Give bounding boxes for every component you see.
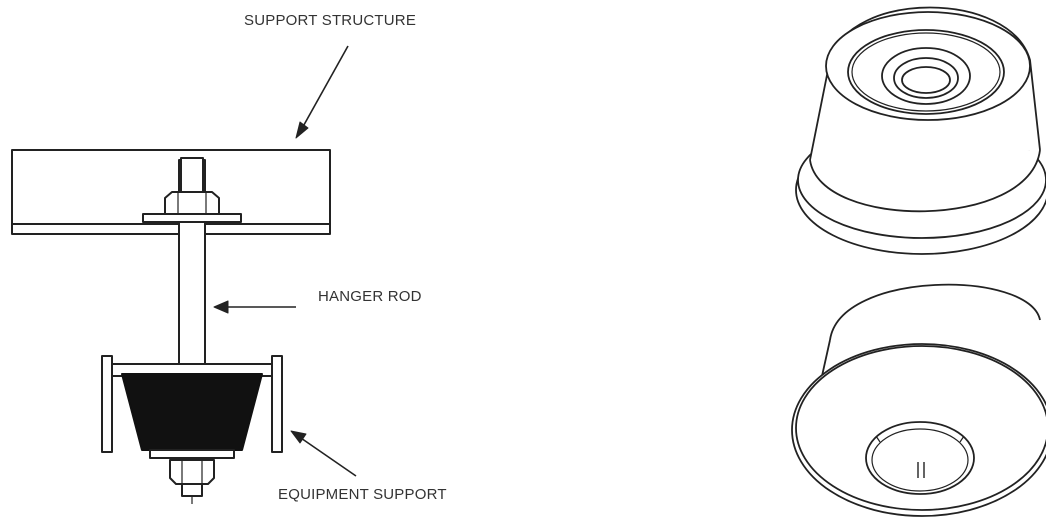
hanger-rod-arrow (213, 300, 296, 314)
isolator-bottom-view (791, 283, 1046, 517)
rubber-isolator (121, 373, 263, 459)
equipment-support-label: EQUIPMENT SUPPORT (278, 486, 447, 503)
isolator-top-view (795, 6, 1046, 255)
top-nut (142, 157, 242, 223)
bottom-nut (169, 459, 215, 504)
hanger-rod-label: HANGER ROD (318, 288, 422, 305)
support-structure-arrow (295, 45, 349, 139)
equipment-support-arrow (290, 430, 357, 477)
support-structure-label: SUPPORT STRUCTURE (244, 12, 417, 29)
